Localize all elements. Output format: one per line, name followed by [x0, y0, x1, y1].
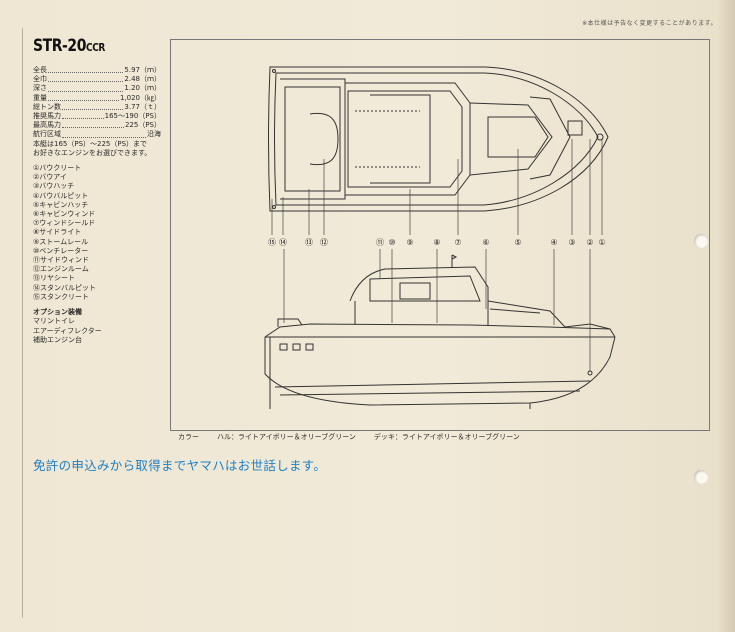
color-label: カラー	[178, 433, 199, 441]
callout-2: ②	[586, 238, 593, 247]
callout-6: ⑥	[482, 238, 489, 247]
color-description: カラー ハル：ライトアイボリー＆オリーブグリーン デッキ：ライトアイボリー＆オリーブ…	[178, 432, 520, 442]
model-name-main: STR-20	[33, 36, 87, 56]
spec-value: 1.20（ｍ）	[124, 84, 161, 93]
spec-label: 重量	[33, 93, 47, 102]
spec-row: 深さ 1.20（ｍ）	[33, 84, 161, 93]
part-item: ⑪サイドウィンド	[33, 256, 89, 265]
top-view-leaders	[271, 139, 603, 235]
callout-10: ⑩	[388, 238, 395, 247]
engine-note: お好きなエンジンをお選びできます。	[33, 148, 152, 157]
callout-7: ⑦	[454, 238, 461, 247]
part-item: ④バウバルピット	[33, 191, 89, 200]
spec-value: 沿海	[147, 130, 161, 139]
option-item: エアーディフレクター	[33, 326, 102, 335]
options-list: オプション装備 マリントイレ エアーディフレクター 補助エンジン台	[33, 308, 102, 346]
callout-3: ③	[568, 238, 575, 247]
leader-dots	[62, 121, 124, 129]
callout-15: ⑮	[268, 238, 276, 247]
spec-value: 165〜190（PS）	[104, 112, 161, 121]
side-view-leaders	[283, 249, 591, 371]
spec-row: 航行区域 沿海	[33, 130, 161, 139]
part-item: ⑬リヤシート	[33, 274, 75, 283]
spec-change-notice: ※本仕様は予告なく変更することがあります。	[582, 20, 717, 27]
engine-note: 本艇は165（PS）〜225（PS）まで	[33, 139, 148, 148]
spec-row: 重量 1,020（㎏）	[33, 94, 161, 103]
spec-value: 5.97（ｍ）	[124, 66, 161, 74]
model-name-suffix: CCR	[86, 41, 105, 54]
spec-label: 総トン数	[33, 102, 61, 111]
spec-value: 2.48（ｍ）	[124, 75, 161, 84]
spec-value: 225（PS）	[124, 121, 161, 130]
boat-line-drawing: ⑮ ⑭ ⑬ ⑫ ⑨ ⑦ ⑤ ③ ② ① ⑪ ⑩ ⑧ ⑥ ④	[264, 66, 616, 409]
callout-8: ⑧	[433, 238, 440, 247]
spec-label: 全長	[33, 66, 47, 74]
part-item: ⑨ストームレール	[33, 237, 89, 246]
binding-fold-line	[22, 28, 23, 618]
part-item: ③バウハッチ	[33, 182, 75, 191]
spec-row: 総トン数 3.77（ｔ）	[33, 103, 161, 112]
spec-row: 全長 5.97（ｍ）	[33, 66, 161, 75]
leader-dots	[48, 75, 124, 83]
callout-11: ⑪	[376, 238, 384, 247]
callout-4: ④	[550, 238, 557, 247]
model-name: STR-20CCR	[33, 36, 105, 56]
spec-label: 航行区域	[33, 130, 61, 139]
callout-5: ⑤	[514, 238, 521, 247]
binder-hole	[694, 470, 708, 484]
part-item: ①バウクリート	[33, 164, 82, 172]
spec-label: 深さ	[33, 84, 47, 93]
hull-color: ハル：ライトアイボリー＆オリーブグリーン	[217, 433, 356, 441]
leader-dots	[62, 112, 104, 120]
drawing-frame	[170, 39, 710, 431]
page-edge-shadow	[717, 0, 735, 632]
leader-dots	[48, 94, 119, 101]
callout-1: ①	[598, 238, 605, 247]
options-title: オプション装備	[33, 308, 82, 316]
option-item: マリントイレ	[33, 317, 75, 326]
spec-value: 1,020（㎏）	[119, 93, 161, 102]
part-item: ⑮スタンクリート	[33, 292, 89, 301]
part-item: ⑩ベンチレーター	[33, 246, 89, 255]
leader-dots	[48, 66, 124, 74]
spec-row: 推奨馬力 165〜190（PS）	[33, 112, 161, 121]
deck-color: デッキ：ライトアイボリー＆オリーブグリーン	[373, 433, 520, 441]
spec-label: 推奨馬力	[33, 112, 61, 121]
part-item: ⑧サイドライト	[33, 228, 82, 237]
part-item: ⑫エンジンルーム	[33, 265, 89, 274]
top-view-hull	[268, 66, 609, 212]
side-view-hull	[264, 254, 616, 409]
slogan: 免許の申込みから取得までヤマハはお世話します。	[33, 458, 327, 473]
part-item: ②バウアイ	[33, 173, 67, 182]
leader-dots	[48, 84, 124, 92]
callout-13: ⑬	[305, 238, 313, 247]
spec-label: 最高馬力	[33, 121, 61, 130]
spec-row: 全巾 2.48（ｍ）	[33, 75, 161, 84]
callout-14: ⑭	[279, 238, 287, 247]
part-item: ⑦ウィンドシールド	[33, 219, 96, 228]
spec-label: 全巾	[33, 75, 47, 84]
callout-9: ⑨	[406, 238, 413, 247]
leader-dots	[62, 130, 146, 138]
part-item: ⑤キャビンハッチ	[33, 200, 89, 209]
spec-row: 最高馬力 225（PS）	[33, 121, 161, 130]
leader-dots	[62, 103, 124, 111]
part-item: ⑥キャビンウィンド	[33, 210, 96, 219]
spec-value: 3.77（ｔ）	[124, 102, 161, 111]
binder-hole	[694, 234, 708, 248]
callout-12: ⑫	[320, 238, 328, 247]
option-item: 補助エンジン台	[33, 336, 82, 345]
part-item: ⑭スタンバルピット	[33, 283, 96, 292]
